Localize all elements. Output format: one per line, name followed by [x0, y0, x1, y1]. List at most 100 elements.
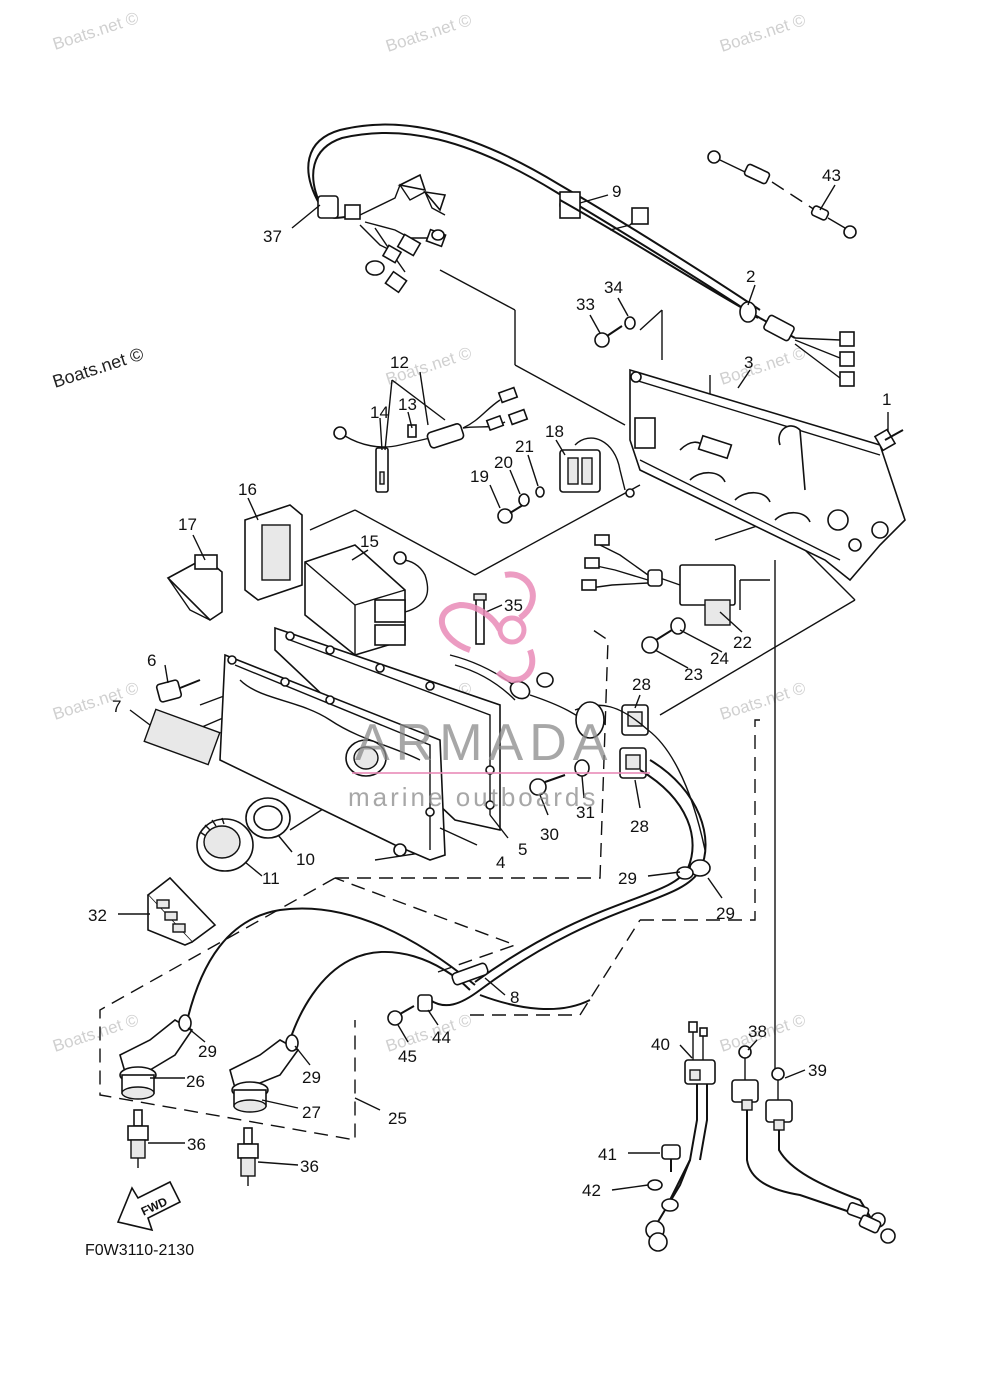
callout-41: 41 [598, 1145, 617, 1164]
bushing-44 [417, 994, 433, 1012]
bolt-23 [641, 629, 673, 654]
watermark-site: Boats.net © [50, 1010, 141, 1056]
propeller-logo-icon [438, 571, 536, 683]
callout-19: 19 [470, 467, 489, 486]
armada-logo-watermark: ARMADA marine outboards [348, 571, 650, 812]
electrical-cover-4 [219, 653, 446, 861]
boundary-hose-lower [579, 919, 641, 1016]
callout-26: 26 [186, 1072, 205, 1091]
callout-14: 14 [370, 403, 389, 422]
watermark-site-dark: Boats.net © [50, 344, 146, 392]
callout-27: 27 [302, 1103, 321, 1122]
main-wire-harness [307, 123, 761, 319]
switch-22 [581, 534, 736, 626]
washer-42 [647, 1179, 663, 1191]
watermark-site: Boats.net © [717, 343, 808, 389]
terminal-ends [846, 1201, 896, 1244]
bolt-1 [873, 428, 904, 452]
callout-1: 1 [882, 390, 891, 409]
watermark-site: Boats.net © [383, 10, 474, 56]
caution-label-7 [143, 708, 221, 766]
washer-21 [535, 486, 545, 498]
leader [384, 379, 393, 451]
callout-45: 45 [398, 1047, 417, 1066]
screw-33 [594, 325, 623, 348]
diagram-code: F0W3110-2130 [85, 1242, 194, 1259]
lead-wire-43 [707, 150, 857, 239]
bolt-41 [661, 1144, 681, 1172]
watermark-site: Boats.net © [717, 10, 808, 56]
callout-44: 44 [432, 1028, 451, 1047]
callout-5: 5 [518, 840, 527, 859]
callout-labels: 1 2 3 4 5 6 7 8 9 10 11 12 13 14 15 16 1… [88, 166, 891, 1200]
callout-16: 16 [238, 480, 257, 499]
callout-39: 39 [808, 1061, 827, 1080]
callout-31: 31 [576, 803, 595, 822]
callout-6: 6 [147, 651, 156, 670]
boundary-plug-caps [99, 877, 356, 1141]
callout-28-lower: 28 [630, 817, 649, 836]
callout-32: 32 [88, 906, 107, 925]
armada-brand-subtext: marine outboards [348, 782, 598, 812]
plug-cap-26 [119, 1014, 194, 1100]
assembly-boundaries [99, 627, 760, 1141]
plug-cap-27 [229, 1034, 300, 1113]
callout-10: 10 [296, 850, 315, 869]
callout-23: 23 [684, 665, 703, 684]
watermark-site: Boats.net © [717, 678, 808, 724]
terminal-cover-32 [146, 876, 217, 946]
callout-3: 3 [744, 353, 753, 372]
callout-25: 25 [388, 1109, 407, 1128]
spark-plug-36 [127, 1109, 149, 1168]
callout-34: 34 [604, 278, 623, 297]
callout-13: 13 [398, 395, 417, 414]
callout-8: 8 [510, 988, 519, 1007]
boundary-grommet [334, 877, 518, 973]
callout-36-right: 36 [300, 1157, 319, 1176]
bolt-45 [387, 1005, 415, 1026]
washer-34 [624, 316, 636, 330]
callout-leaders [118, 184, 889, 1191]
washer-20 [518, 493, 530, 507]
callout-29-left-b: 29 [302, 1068, 321, 1087]
callout-38: 38 [748, 1022, 767, 1041]
clamp-28 [574, 701, 706, 851]
switch-39 [765, 1067, 876, 1226]
callout-29-right-b: 29 [716, 904, 735, 923]
callout-9: 9 [612, 182, 621, 201]
ground-lead [645, 1159, 691, 1252]
callout-24: 24 [710, 649, 729, 668]
callout-36-left: 36 [187, 1135, 206, 1154]
boundary-hose-right [640, 719, 760, 921]
callout-21: 21 [515, 437, 534, 456]
callout-28-upper: 28 [632, 675, 651, 694]
callout-4: 4 [496, 853, 505, 872]
screw-30 [529, 774, 566, 796]
wire-harness-2 [559, 199, 855, 387]
callout-33: 33 [576, 295, 595, 314]
cdi-unit-15 [304, 544, 429, 656]
ignition-module-18 [559, 437, 635, 498]
spark-plug-36 [237, 1127, 259, 1186]
armada-brand-text: ARMADA [355, 714, 613, 772]
callout-7: 7 [112, 697, 121, 716]
callout-18: 18 [545, 422, 564, 441]
callout-29-left-a: 29 [198, 1042, 217, 1061]
callout-11: 11 [262, 869, 280, 888]
callout-22: 22 [733, 633, 752, 652]
bolt-19 [497, 504, 524, 524]
grommet-10 [245, 797, 291, 839]
callout-40: 40 [651, 1035, 670, 1054]
holder-16 [244, 504, 303, 601]
sensor-assembly-12 [333, 386, 529, 493]
bolt-6 [155, 679, 201, 703]
electrical-bracket-3 [629, 368, 906, 582]
callout-20: 20 [494, 453, 513, 472]
wire-cluster [449, 593, 596, 731]
leader [391, 379, 446, 421]
callout-37: 37 [263, 227, 282, 246]
callout-12: 12 [390, 353, 409, 372]
cap-11 [196, 817, 254, 872]
callout-15: 15 [360, 532, 379, 551]
